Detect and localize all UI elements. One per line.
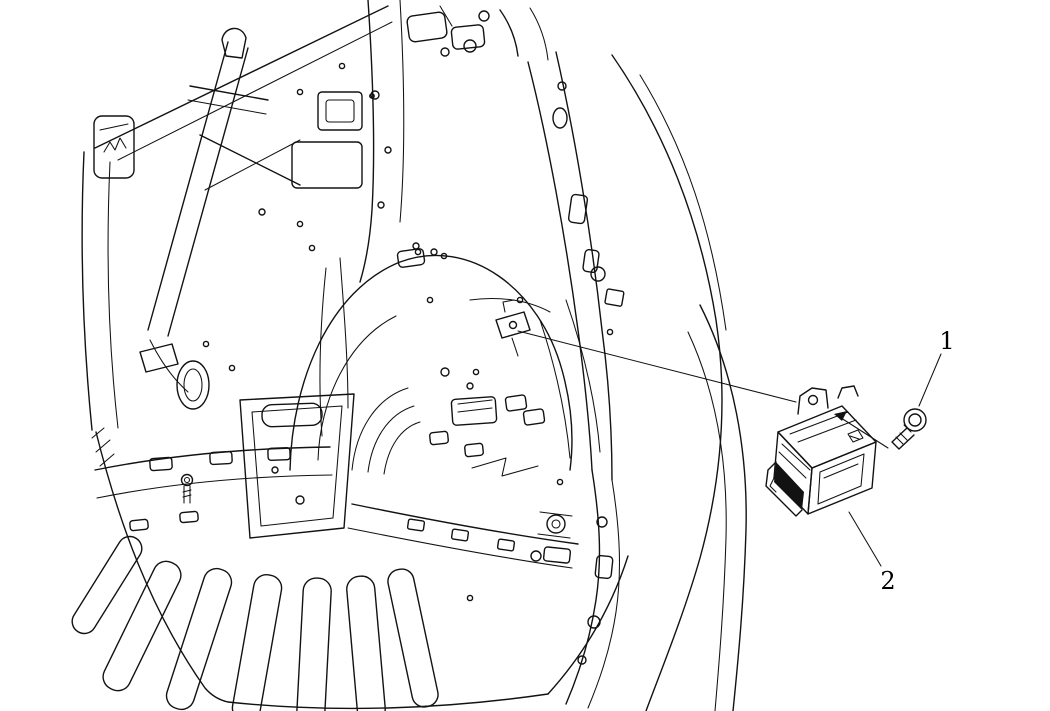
wheelhouse xyxy=(289,242,601,475)
module-mounting-clip xyxy=(495,299,531,357)
body-outline xyxy=(81,5,747,711)
weld-holes xyxy=(202,62,614,602)
right-pillar xyxy=(527,51,625,709)
mid-floor-brackets xyxy=(429,299,546,477)
callout-2-leader xyxy=(848,511,882,567)
floor-pan xyxy=(71,360,629,711)
callout-2-label: 2 xyxy=(880,567,895,595)
module-connector xyxy=(774,462,804,510)
callout-1: 1 xyxy=(918,327,955,407)
mounting-bolt xyxy=(834,408,927,450)
callout-1-label: 1 xyxy=(939,327,954,355)
assembly-arrowhead xyxy=(834,411,847,421)
cross-member xyxy=(347,503,579,569)
control-module xyxy=(765,385,877,517)
callout-2: 2 xyxy=(848,511,896,595)
bolt-assembly-line xyxy=(837,415,889,449)
floor-ribs xyxy=(71,535,439,711)
center-pillar-panels xyxy=(317,0,549,283)
callout-1-leader xyxy=(918,353,942,407)
leader-line-body-to-module xyxy=(517,330,797,403)
